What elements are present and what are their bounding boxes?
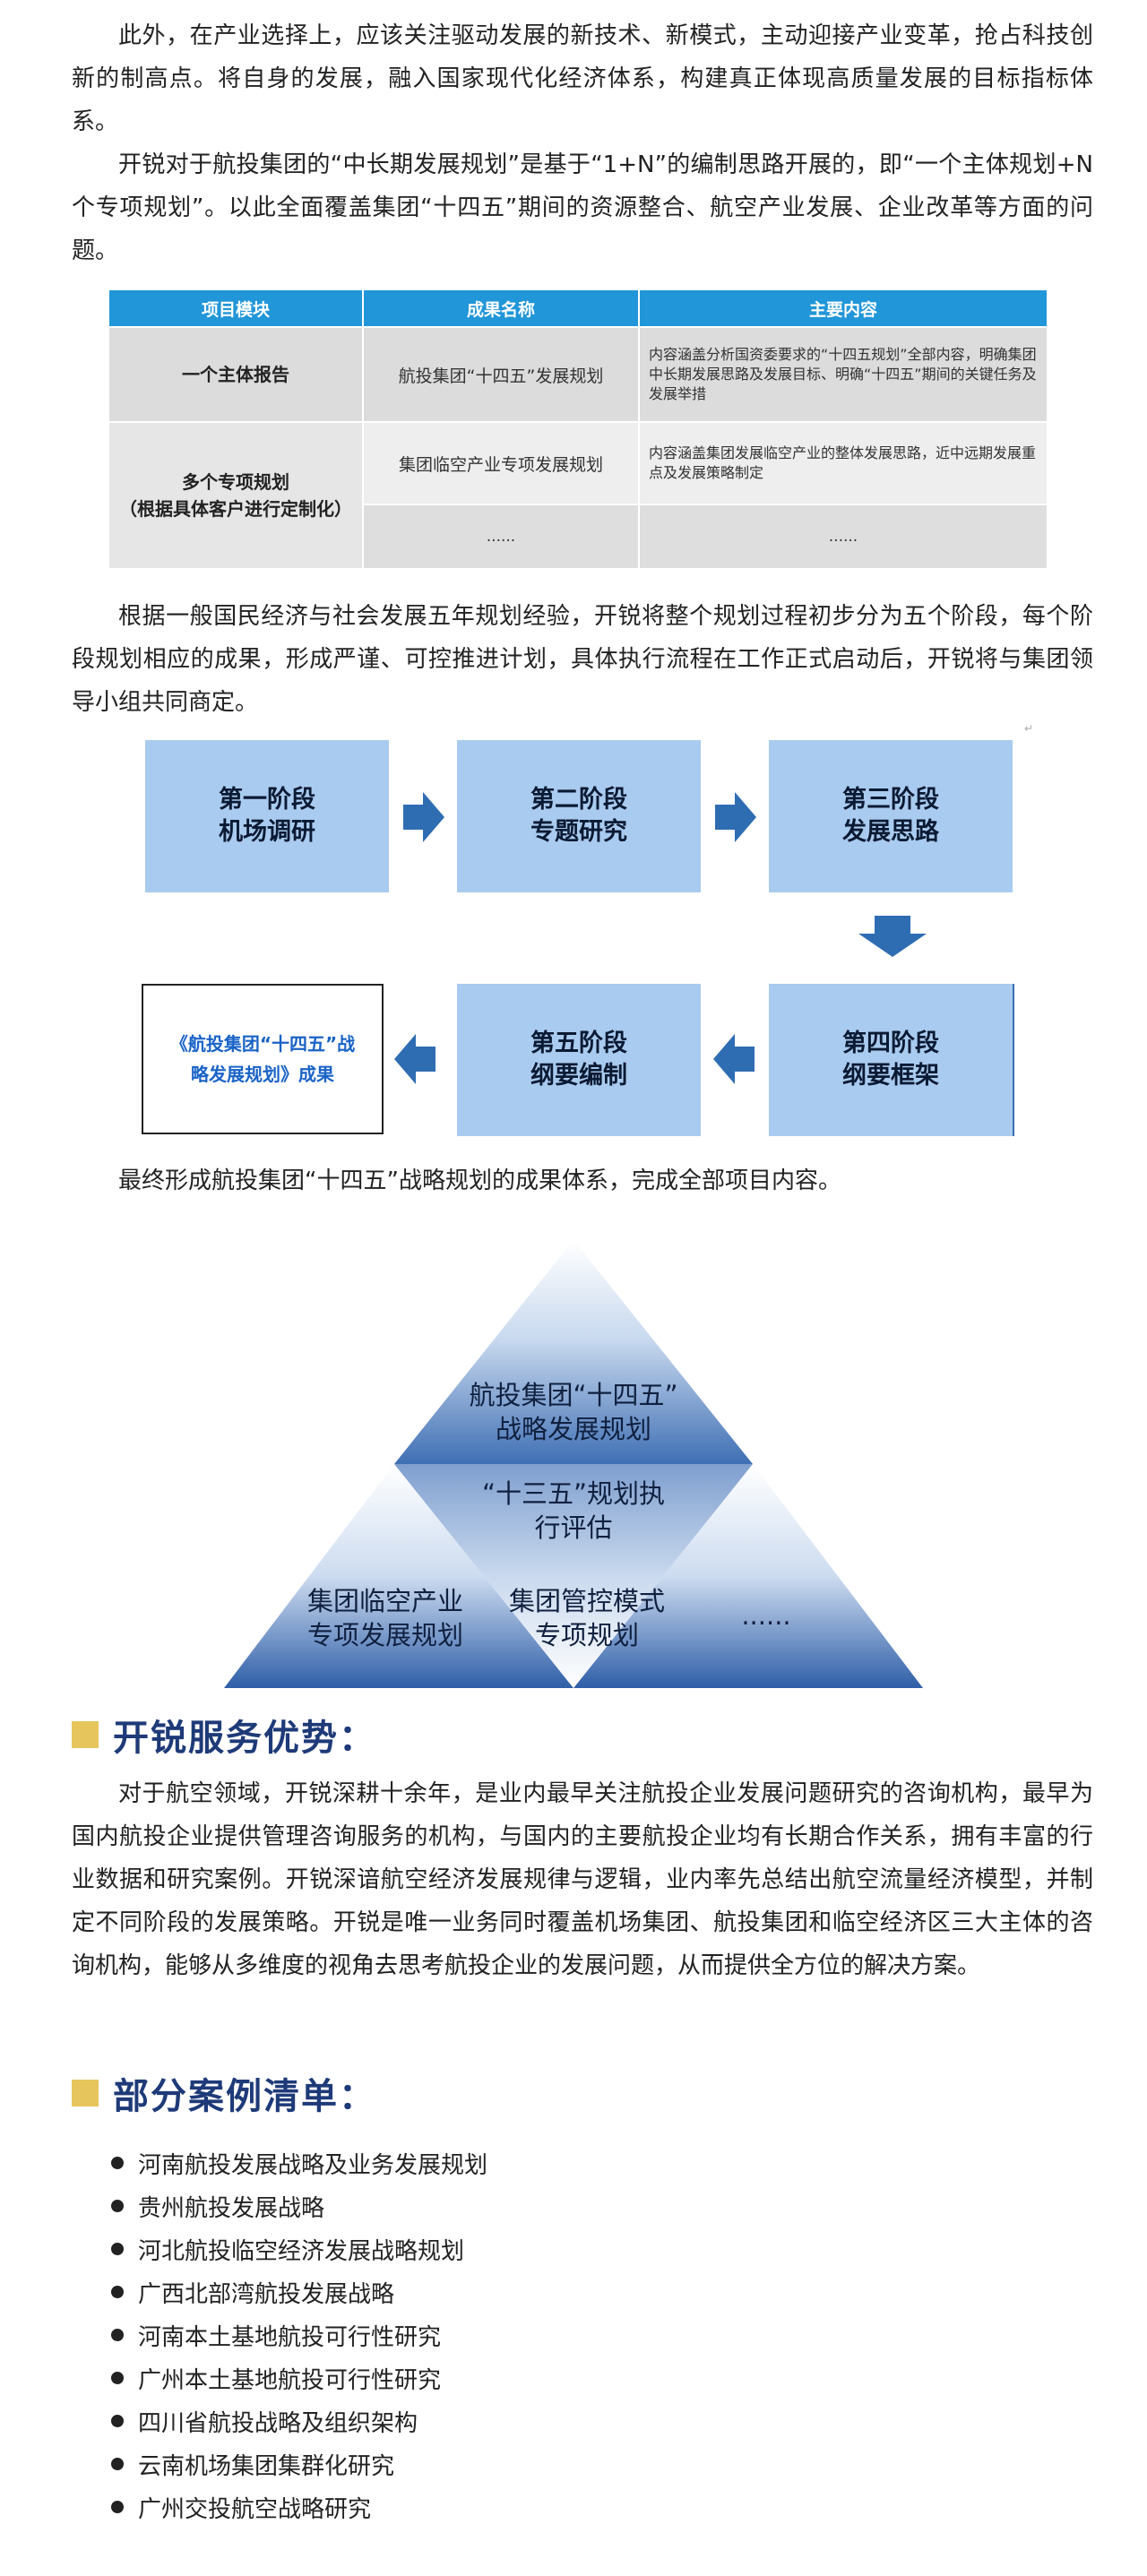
list-item-label: 广西北部湾航投发展战略 — [138, 2280, 395, 2308]
stage-5-subtitle: 纲要编制 — [530, 1062, 627, 1090]
pyramid-top-segment — [394, 1240, 753, 1464]
arrow-icon — [858, 916, 927, 957]
list-item: 贵州航投发展战略 — [111, 2184, 487, 2227]
list-item: 河南本土基地航投可行性研究 — [111, 2313, 487, 2356]
stage-1-title: 第一阶段 — [219, 786, 315, 814]
list-item-label: 云南机场集团集群化研究 — [138, 2452, 395, 2480]
stage-1-box: 第一阶段 机场调研 — [145, 740, 389, 892]
stage-3-box: 第三阶段 发展思路 — [769, 740, 1013, 892]
result-paragraph: 最终形成航投集团“十四五”战略规划的成果体系，完成全部项目内容。 — [118, 1167, 841, 1194]
pyramid-diagram — [224, 1240, 923, 1688]
list-item: 广州本土基地航投可行性研究 — [111, 2356, 487, 2399]
result-line-2: 略发展规划》成果 — [191, 1064, 334, 1085]
pyramid-top-line1: 航投集团“十四五” — [469, 1380, 678, 1410]
bullet-icon — [111, 2372, 124, 2384]
stage-2-title: 第二阶段 — [530, 786, 627, 814]
list-item-label: 河北航投临空经济发展战略规划 — [138, 2237, 465, 2265]
list-item-label: 河南航投发展战略及业务发展规划 — [138, 2151, 488, 2179]
table-cell-result: 航投集团“十四五”发展规划 — [362, 326, 640, 423]
pyramid-center-line1: 集团管控模式 — [508, 1586, 665, 1616]
special-module-line1: 多个专项规划 — [182, 471, 289, 493]
pyramid-mid-line2: 行评估 — [534, 1512, 613, 1543]
table-header-result: 成果名称 — [362, 289, 640, 328]
list-item-label: 广州交投航空战略研究 — [138, 2495, 372, 2523]
list-item: 四川省航投战略及组织架构 — [111, 2399, 487, 2442]
stage-3-subtitle: 发展思路 — [842, 818, 939, 846]
intro-paragraph-2: 开锐对于航投集团的“中长期发展规划”是基于“1+N”的编制思路开展的，即“一个主… — [72, 151, 1093, 264]
intro-paragraph-1: 此外，在产业选择上，应该关注驱动发展的新技术、新模式，主动迎接产业变革，抢占科技… — [72, 22, 1093, 135]
result-box: 《航投集团“十四五”战 略发展规划》成果 — [142, 984, 384, 1134]
bullet-icon — [111, 2286, 124, 2298]
table-header-module: 项目模块 — [108, 289, 364, 328]
pyramid-left-label: 集团临空产业 专项发展规划 — [287, 1584, 484, 1652]
arrow-icon — [403, 792, 444, 842]
pyramid-center-line2: 专项规划 — [534, 1620, 639, 1650]
plan-table: 项目模块 成果名称 主要内容 一个主体报告 航投集团“十四五”发展规划 内容涵盖… — [108, 289, 1048, 570]
table-row: ...... ...... — [108, 504, 1048, 570]
case-list: 河南航投发展战略及业务发展规划 贵州航投发展战略 河北航投临空经济发展战略规划 … — [111, 2141, 487, 2529]
table-row: 一个主体报告 航投集团“十四五”发展规划 内容涵盖分析国资委要求的“十四五规划”… — [108, 326, 1048, 423]
bullet-icon — [111, 2243, 124, 2255]
bullet-icon — [111, 2200, 124, 2212]
table-cell-content: 内容涵盖分析国资委要求的“十四五规划”全部内容，明确集团中长期发展思路及发展目标… — [638, 326, 1048, 423]
result-line-1: 《航投集团“十四五”战 — [169, 1033, 356, 1055]
list-item-label: 贵州航投发展战略 — [138, 2194, 325, 2222]
cases-heading: 部分案例清单： — [72, 2066, 376, 2120]
pyramid-left-line1: 集团临空产业 — [306, 1586, 463, 1616]
table-cell-content: 内容涵盖集团发展临空产业的整体发展思路，近中远期发展重点及发展策略制定 — [638, 421, 1048, 505]
pyramid-middle-label: “十三五”规划执 行评估 — [453, 1477, 694, 1545]
list-item-label: 四川省航投战略及组织架构 — [138, 2409, 418, 2437]
list-item: 河北航投临空经济发展战略规划 — [111, 2227, 487, 2270]
pyramid-center-label: 集团管控模式 专项规划 — [488, 1584, 686, 1652]
stage-3-title: 第三阶段 — [842, 786, 939, 814]
pilcrow-mark: ↵ — [1024, 722, 1034, 735]
stage-1-subtitle: 机场调研 — [219, 818, 315, 846]
arrow-icon — [713, 1034, 755, 1084]
table-cell-module: 多个专项规划 （根据具体客户进行定制化） — [108, 421, 364, 570]
list-item-label: 广州本土基地航投可行性研究 — [138, 2366, 442, 2394]
stage-5-title: 第五阶段 — [530, 1030, 627, 1057]
pyramid-left-line2: 专项发展规划 — [306, 1620, 463, 1650]
list-item: 云南机场集团集群化研究 — [111, 2442, 487, 2486]
bullet-icon — [111, 2415, 124, 2427]
bullet-icon — [111, 2501, 124, 2513]
table-cell-content: ...... — [638, 504, 1048, 570]
list-item: 河南航投发展战略及业务发展规划 — [111, 2141, 487, 2184]
pyramid-right-label: ...... — [741, 1600, 791, 1631]
table-header-content: 主要内容 — [638, 289, 1048, 328]
stages-paragraph: 根据一般国民经济与社会发展五年规划经验，开锐将整个规划过程初步分为五个阶段，每个… — [72, 603, 1093, 716]
pyramid-mid-line1: “十三五”规划执 — [481, 1478, 666, 1509]
table-row: 多个专项规划 （根据具体客户进行定制化） 集团临空产业专项发展规划 内容涵盖集团… — [108, 421, 1048, 570]
advantages-paragraph: 对于航空领域，开锐深耕十余年，是业内最早关注航投企业发展问题研究的咨询机构，最早… — [72, 1780, 1093, 1979]
table-cell-result: 集团临空产业专项发展规划 — [362, 421, 640, 505]
square-marker-icon — [72, 1721, 99, 1748]
bullet-icon — [111, 2458, 124, 2470]
table-header-row: 项目模块 成果名称 主要内容 — [108, 289, 1048, 328]
pyramid-top-line2: 战略发展规划 — [495, 1414, 651, 1444]
stage-2-subtitle: 专题研究 — [530, 818, 627, 846]
list-item: 广西北部湾航投发展战略 — [111, 2270, 487, 2313]
stage-5-box: 第五阶段 纲要编制 — [457, 984, 701, 1136]
bullet-icon — [111, 2157, 124, 2169]
arrow-icon — [394, 1034, 436, 1084]
special-module-line2: （根据具体客户进行定制化） — [119, 498, 352, 520]
advantages-heading-text: 开锐服务优势： — [113, 1718, 376, 1759]
list-item: 广州交投航空战略研究 — [111, 2486, 487, 2529]
stage-4-subtitle: 纲要框架 — [842, 1062, 939, 1090]
pyramid-top-label: 航投集团“十四五” 战略发展规划 — [448, 1378, 699, 1446]
table-cell-module: 一个主体报告 — [108, 326, 364, 423]
list-item-label: 河南本土基地航投可行性研究 — [138, 2323, 442, 2351]
pyramid-left-segment — [224, 1464, 574, 1688]
pyramid-right-segment — [574, 1464, 923, 1688]
advantages-heading: 开锐服务优势： — [72, 1708, 376, 1762]
arrow-icon — [715, 792, 756, 842]
stage-4-title: 第四阶段 — [842, 1030, 939, 1057]
stage-4-box: 第四阶段 纲要框架 — [769, 984, 1014, 1136]
stage-2-box: 第二阶段 专题研究 — [457, 740, 701, 892]
square-marker-icon — [72, 2080, 99, 2106]
cases-heading-text: 部分案例清单： — [113, 2076, 376, 2117]
bullet-icon — [111, 2329, 124, 2341]
table-cell-result: ...... — [362, 504, 640, 570]
pyramid-middle-segment — [394, 1464, 753, 1688]
